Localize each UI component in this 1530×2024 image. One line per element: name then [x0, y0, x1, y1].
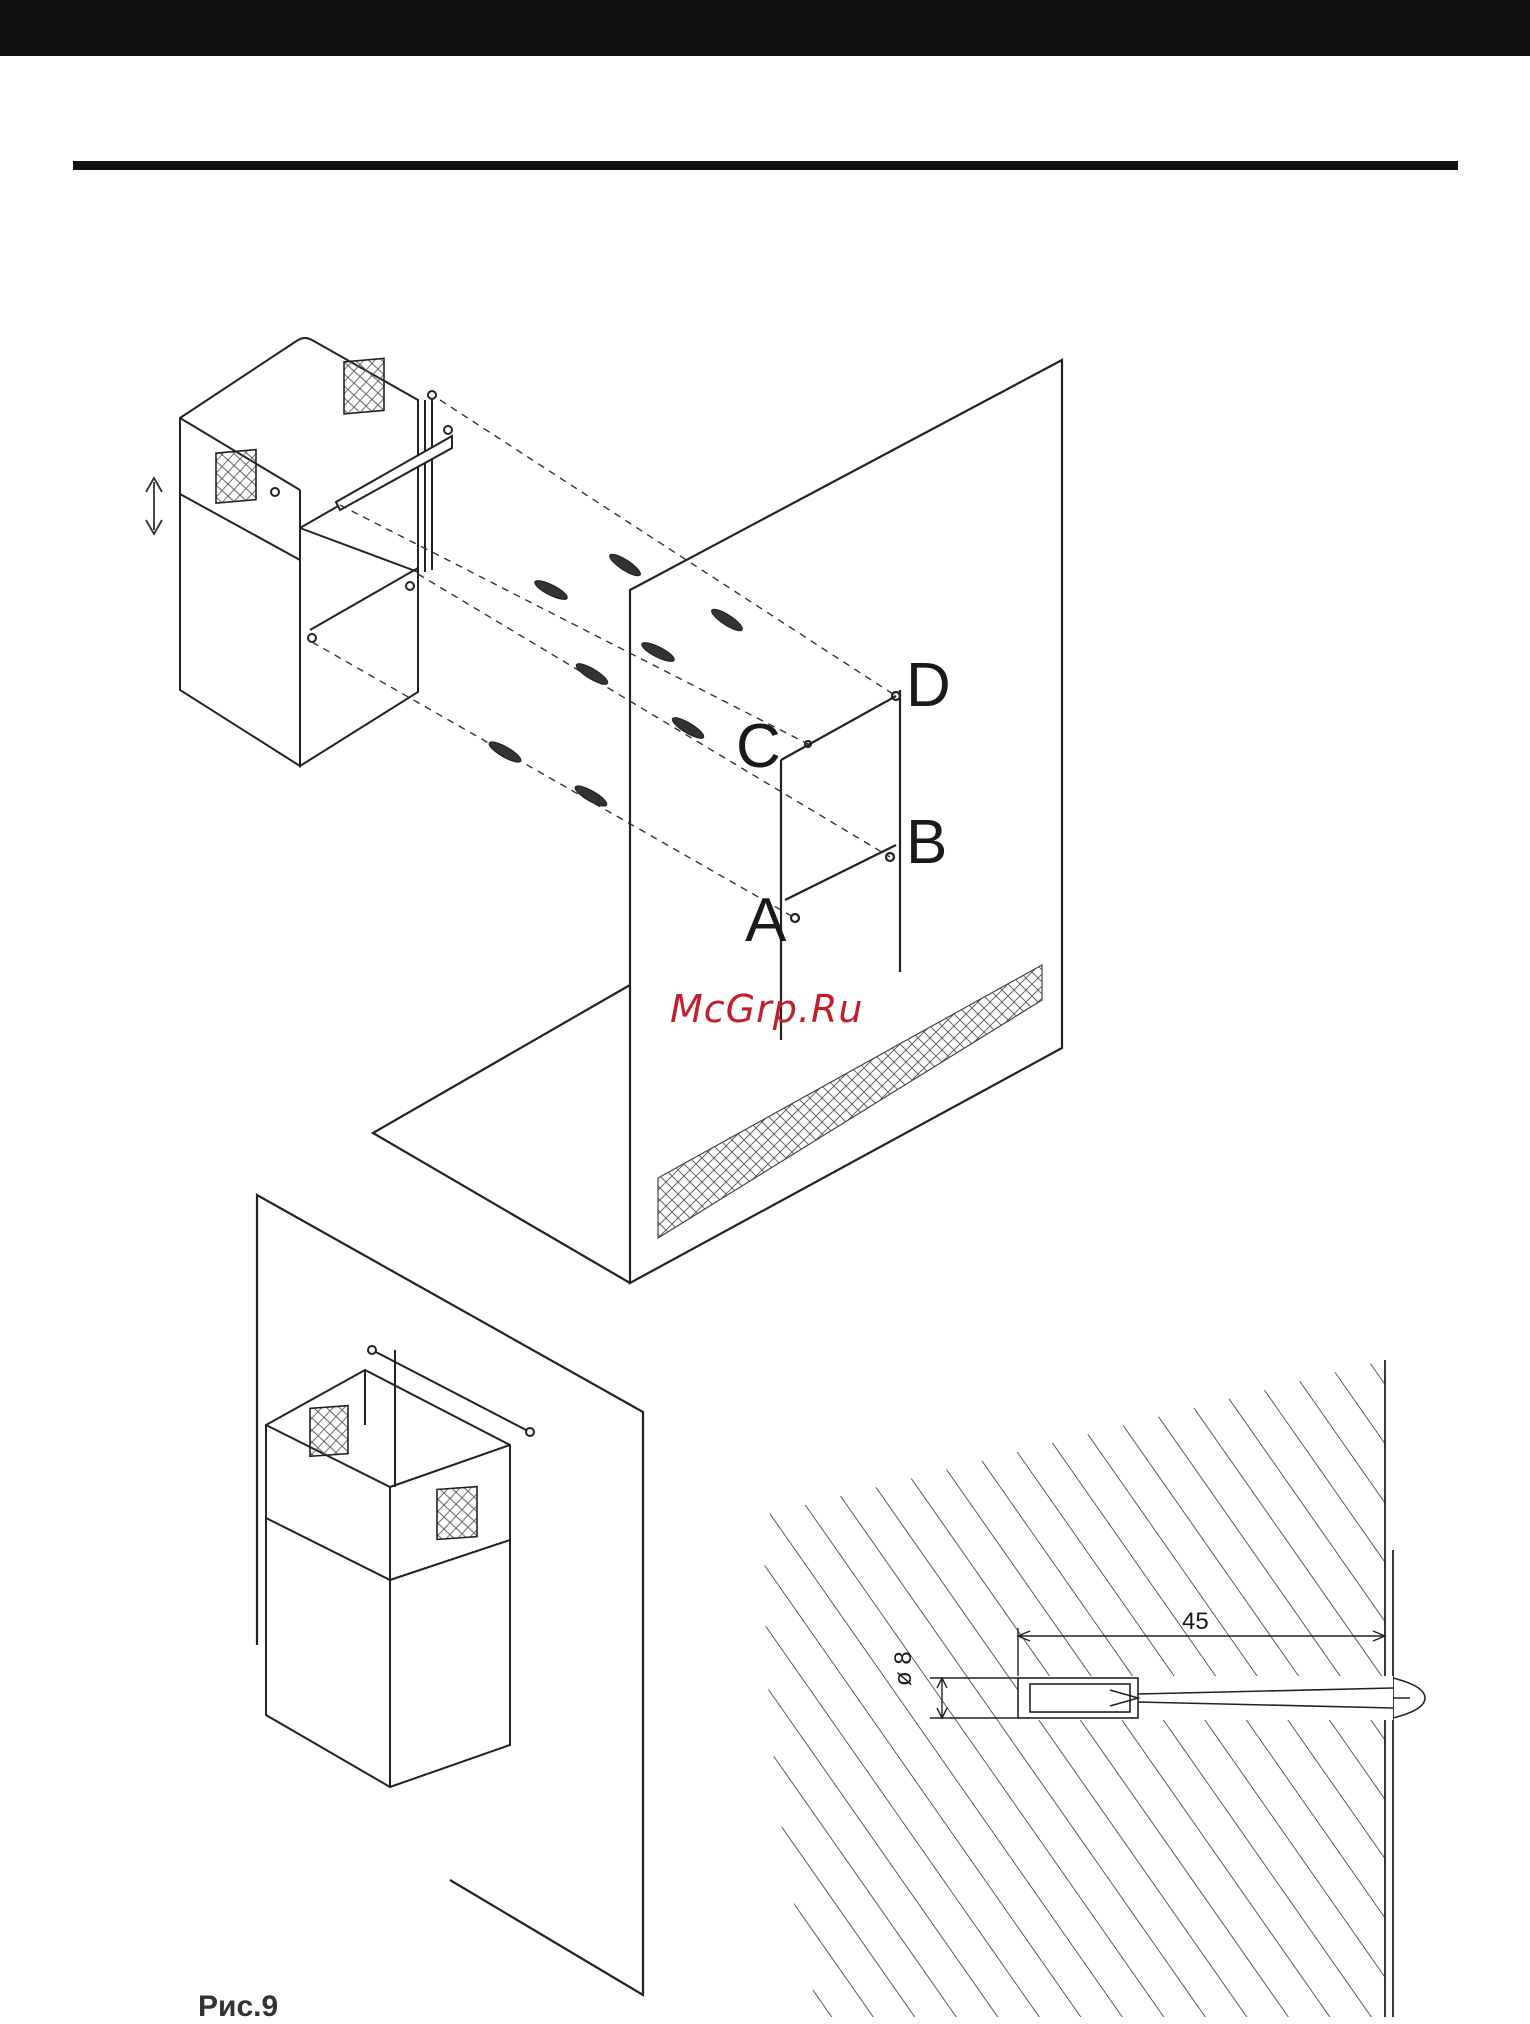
plug-section-detail: [740, 1350, 1425, 2017]
diameter-dimension-label: ø 8: [890, 1651, 918, 1686]
point-label-a: A: [745, 890, 786, 952]
chimney-upper: [180, 338, 452, 766]
chimney-assembled: [266, 1346, 534, 1787]
point-label-b: B: [906, 812, 947, 874]
point-label-d: D: [906, 655, 951, 717]
wall-plugs: [487, 551, 745, 809]
figure-caption: Рис.9: [198, 1990, 278, 2024]
adjust-arrow-icon: [146, 478, 162, 534]
watermark: McGrp.Ru: [670, 987, 863, 1031]
length-dimension-label: 45: [1182, 1608, 1209, 1636]
point-label-c: C: [736, 716, 781, 778]
